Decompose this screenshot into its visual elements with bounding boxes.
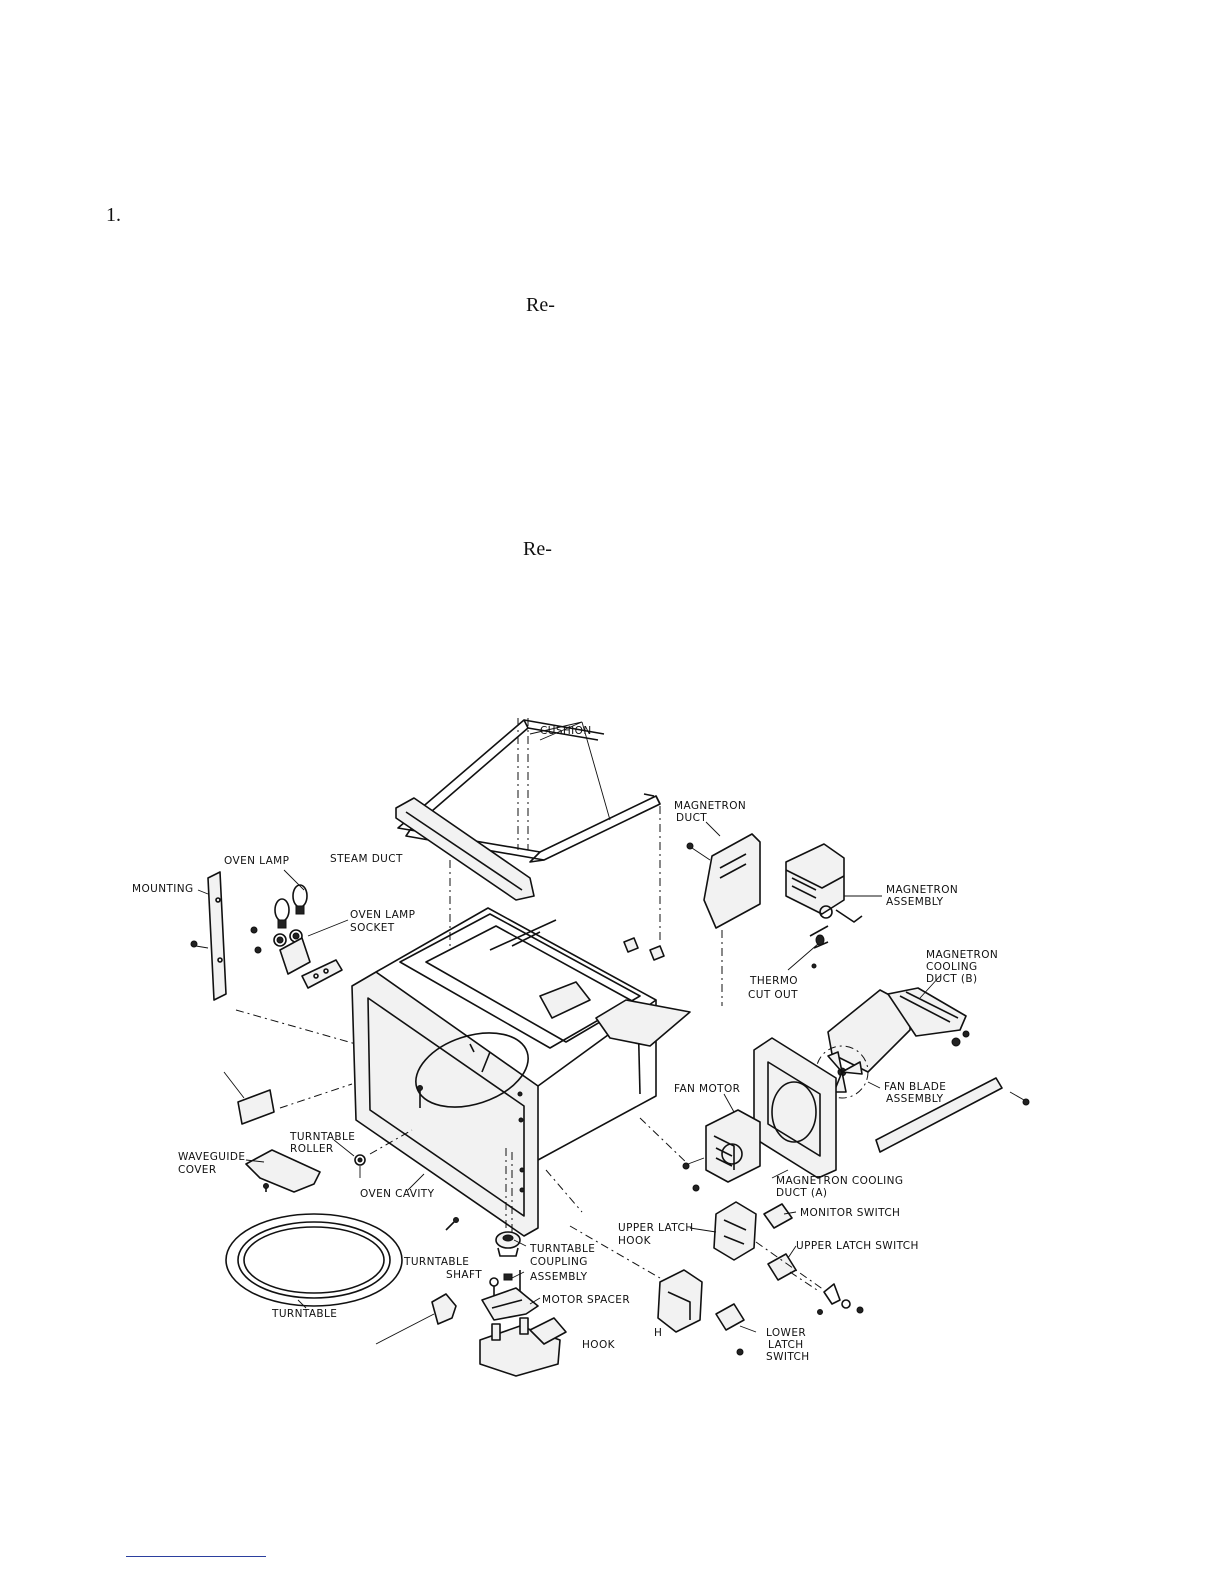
label-upper-latch-hook: UPPER LATCH bbox=[618, 1222, 694, 1234]
label-monitor-switch: MONITOR SWITCH bbox=[800, 1207, 900, 1219]
fan-motor-part bbox=[682, 1109, 761, 1192]
assembly-lines bbox=[235, 718, 825, 1293]
label-thermo-cut-out-2: CUT OUT bbox=[748, 989, 798, 1001]
label-turntable-shaft: TURNTABLE bbox=[403, 1256, 469, 1268]
label-fan-blade-assembly: FAN BLADE bbox=[884, 1081, 946, 1093]
mounting-part bbox=[190, 871, 227, 1001]
label-mounting: MOUNTING bbox=[132, 883, 194, 895]
hook-part bbox=[657, 1269, 703, 1333]
magnetron-duct-part bbox=[686, 833, 761, 929]
label-magnetron-cooling-duct-b-2: COOLING bbox=[926, 961, 978, 973]
re-marker-1: Re- bbox=[526, 294, 555, 316]
label-motor-spacer: MOTOR SPACER bbox=[542, 1294, 630, 1306]
label-turntable-roller-2: ROLLER bbox=[290, 1143, 334, 1155]
label-oven-lamp-socket: OVEN LAMP bbox=[350, 909, 415, 921]
exploded-parts-diagram: CUSHION MAGNETRON DUCT OVEN LAMP STEAM D… bbox=[132, 718, 1030, 1377]
label-oven-lamp: OVEN LAMP bbox=[224, 855, 289, 867]
label-magnetron-assembly-2: ASSEMBLY bbox=[886, 896, 944, 908]
label-turntable-shaft-2: SHAFT bbox=[446, 1269, 482, 1281]
label-fan-motor: FAN MOTOR bbox=[674, 1083, 740, 1095]
label-magnetron-assembly: MAGNETRON bbox=[886, 884, 958, 896]
upper-latch-hook-part bbox=[713, 1201, 757, 1261]
steam-duct-part bbox=[395, 797, 535, 901]
motor-spacer-part bbox=[481, 1287, 539, 1321]
side-plate-part bbox=[223, 1071, 275, 1125]
label-thermo-cut-out: THERMO bbox=[749, 975, 798, 987]
label-hook: HOOK bbox=[582, 1339, 616, 1351]
label-cushion: CUSHION bbox=[540, 725, 592, 737]
magnetron-assembly-part bbox=[785, 843, 863, 969]
leader-lines bbox=[197, 721, 941, 1333]
label-waveguide-cover-2: COVER bbox=[178, 1164, 217, 1176]
label-h-marker: H bbox=[654, 1327, 662, 1339]
label-lower-latch-switch-2: LATCH bbox=[768, 1339, 803, 1351]
oven-lamp-part bbox=[250, 884, 311, 975]
label-turntable: TURNTABLE bbox=[271, 1308, 337, 1320]
turntable-motor-part bbox=[479, 1317, 567, 1377]
label-magnetron-duct-2: DUCT bbox=[676, 812, 707, 824]
label-upper-latch-switch: UPPER LATCH SWITCH bbox=[796, 1240, 919, 1252]
turntable-coupling-part bbox=[495, 1231, 523, 1297]
magnetron-cooling-duct-b-part bbox=[827, 987, 970, 1073]
label-upper-latch-hook-2: HOOK bbox=[618, 1235, 652, 1247]
magnetron-cooling-duct-a-part bbox=[753, 1037, 837, 1179]
monitor-switch-part bbox=[763, 1203, 793, 1229]
label-turntable-coupling-2: COUPLING bbox=[530, 1256, 588, 1268]
turntable-roller-part bbox=[354, 1154, 366, 1178]
label-magnetron-cooling-duct-b-3: DUCT (B) bbox=[926, 973, 977, 985]
label-magnetron-cooling-duct-b: MAGNETRON bbox=[926, 949, 998, 961]
turntable-shaft-part bbox=[445, 1217, 499, 1296]
fan-blade-assembly-part bbox=[815, 1045, 869, 1099]
cushion-part bbox=[397, 719, 661, 863]
label-oven-cavity: OVEN CAVITY bbox=[360, 1188, 435, 1200]
cushion-bar-part bbox=[875, 1077, 1030, 1153]
turntable-bracket-part bbox=[375, 1293, 457, 1345]
footnote-rule bbox=[126, 1556, 266, 1557]
item-number: 1. bbox=[106, 204, 121, 226]
oven-cavity-part bbox=[351, 907, 691, 1237]
label-oven-lamp-socket-2: SOCKET bbox=[350, 922, 395, 934]
label-turntable-roller: TURNTABLE bbox=[289, 1131, 355, 1143]
label-waveguide-cover: WAVEGUIDE bbox=[178, 1151, 245, 1163]
label-turntable-coupling-3: ASSEMBLY bbox=[530, 1271, 588, 1283]
oven-lamp-socket-part bbox=[301, 959, 343, 989]
label-fan-blade-assembly-2: ASSEMBLY bbox=[886, 1093, 944, 1105]
waveguide-cover-part bbox=[245, 1149, 321, 1193]
re-marker-2: Re- bbox=[523, 538, 552, 560]
label-magnetron-duct: MAGNETRON bbox=[674, 800, 746, 812]
label-turntable-coupling: TURNTABLE bbox=[529, 1243, 595, 1255]
lower-latch-switch-part bbox=[715, 1303, 745, 1356]
label-steam-duct: STEAM DUCT bbox=[330, 853, 403, 865]
label-magnetron-cooling-duct-a-2: DUCT (A) bbox=[776, 1187, 827, 1199]
label-lower-latch-switch: LOWER bbox=[766, 1327, 806, 1339]
turntable-part bbox=[225, 1213, 403, 1307]
label-magnetron-cooling-duct-a: MAGNETRON COOLING bbox=[776, 1175, 903, 1187]
label-lower-latch-switch-3: SWITCH bbox=[766, 1351, 810, 1363]
